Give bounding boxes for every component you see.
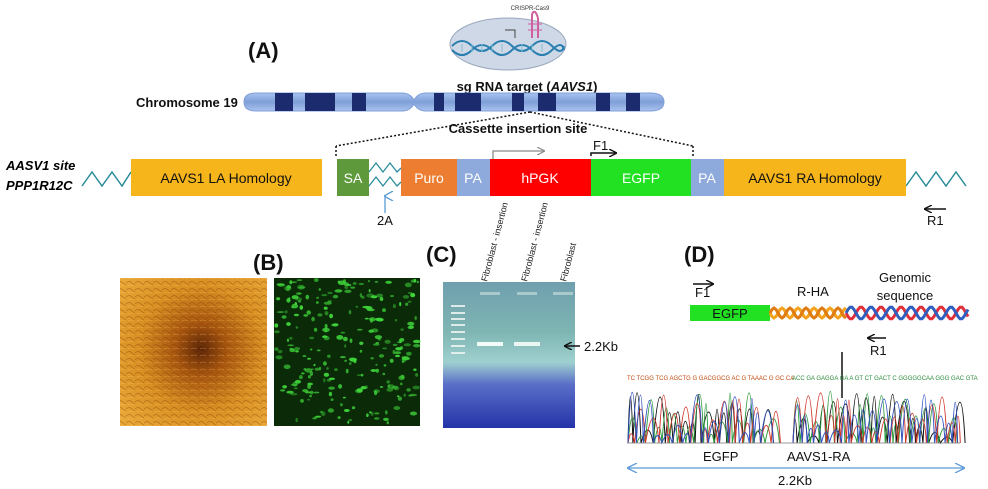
cassette-insertion-label: Cassette insertion site [449,121,588,136]
svg-text:PA: PA [464,170,482,186]
svg-text:Puro: Puro [414,170,444,186]
gel-band-lane-1 [477,342,503,346]
gel-band-lane-2 [514,342,540,346]
ppp1r12c-label: PPP1R12C [6,178,73,193]
sequence-right: ACC GA GAGGA GA A GT CT GACT C GGGGGCAA … [792,376,978,382]
crispr-cas9-illustration: CRISPR-Cas9 [449,6,567,71]
panel-d-genomic-label-2: sequence [877,288,933,303]
svg-text:AAVS1 RA Homology: AAVS1 RA Homology [748,170,882,186]
svg-text:EGFP: EGFP [712,306,747,321]
panel-label-b: (B) [253,250,284,275]
gel-lane-3-label: Fibroblast [558,241,578,282]
segment-pa-2: PA [691,159,724,196]
svg-text:hPGK: hPGK [521,170,559,186]
panel-d-genomic-label-1: Genomic [879,270,932,285]
chromatogram-right [792,390,966,445]
panel-label-a: (A) [248,38,279,63]
segment-hpgk: hPGK [490,159,591,196]
aavs1-site-label: AASV1 site [5,158,75,173]
crispr-label: CRISPR-Cas9 [511,6,550,12]
zoom-dotted-lines [335,111,694,158]
linker-2a-zigzag [368,161,402,174]
svg-text:AAVS1 LA Homology: AAVS1 LA Homology [160,170,291,186]
segment-puro: Puro [401,159,457,196]
panel-d-rha-label: R-HA [797,284,829,299]
panel-d-f1-label: F1 [695,285,710,300]
primer-f1-arrow [590,153,616,156]
gel-lane-1-label: Fibroblast - insertion [479,201,510,282]
chromosome-19 [243,92,665,112]
genomic-zigzag-right [905,170,967,188]
linker-2a-zigzag-lower [368,175,402,188]
chromatogram-left [627,391,781,445]
span-label: 2.2Kb [778,473,812,488]
panel-d-helix [768,305,970,321]
sgrna-target-label: sg RNA target (AAVS1) [457,79,598,94]
gel-lane-2-label: Fibroblast - insertion [519,201,550,282]
segment-pa-1: PA [457,159,490,196]
gel-band-size-label: 2.2Kb [584,339,618,354]
agarose-gel [443,282,575,428]
hpgk-promoter-arrow [492,151,544,159]
panel-label-d: (D) [684,242,715,267]
segment-aavs1-ra: AAVS1 RA Homology [724,159,906,196]
svg-text:SA: SA [344,170,363,186]
svg-text:PA: PA [698,170,716,186]
segment-sa: SA [337,159,369,196]
svg-text:EGFP: EGFP [622,170,660,186]
chromosome-label: Chromosome 19 [136,95,238,110]
segment-aavs1-la: AAVS1 LA Homology [131,159,322,196]
sequence-left: TC TCGG TCG AGCTG G GACGGCG AC G TAAAC G… [627,376,794,382]
panel-d-egfp-block: EGFP [690,305,770,321]
label-2a: 2A [377,213,393,228]
panel-d-r1-label: R1 [870,343,887,358]
brightfield-micrograph [120,278,267,426]
trace-right-label: AAVS1-RA [787,449,851,464]
primer-r1-label: R1 [927,213,944,228]
fluorescence-micrograph [274,278,421,426]
primer-f1-label: F1 [593,138,608,153]
trace-left-label: EGFP [703,449,738,464]
genomic-zigzag-left [81,170,132,188]
panel-label-c: (C) [426,242,457,267]
segment-egfp: EGFP [591,159,691,196]
